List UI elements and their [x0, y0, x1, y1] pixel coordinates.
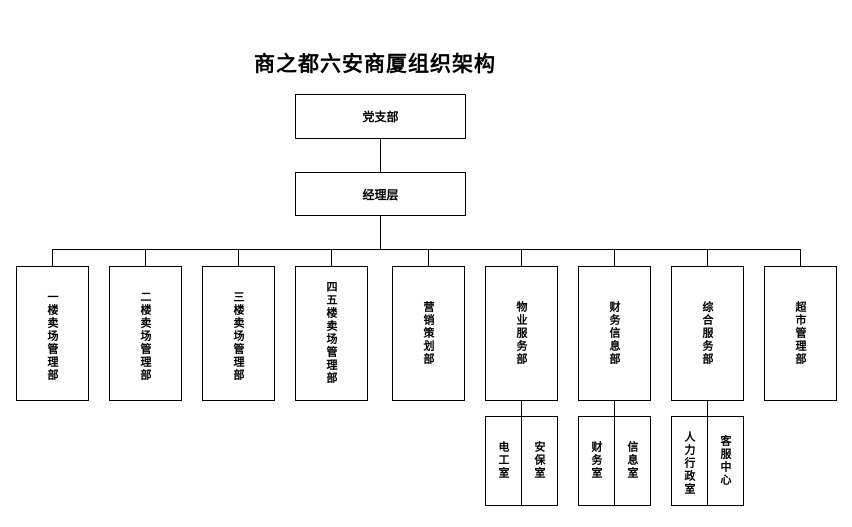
- party-branch-label: 党支部: [362, 110, 399, 124]
- department-drop-line: [800, 249, 801, 266]
- sub-customer-service-label: 客服中心: [719, 435, 732, 487]
- sub-unit-connector: [614, 401, 615, 416]
- department-drop-line: [521, 249, 522, 266]
- party-branch-box: 党支部: [295, 94, 466, 139]
- sub-hr-admin-label: 人力行政室: [683, 431, 696, 496]
- dept-general-box: 综合服务部: [671, 266, 744, 401]
- sub-unit-connector: [521, 401, 522, 416]
- dept-general-label: 综合服务部: [701, 301, 714, 366]
- management-label: 经理层: [362, 187, 399, 202]
- dept-marketing-label: 营销策划部: [422, 301, 435, 366]
- dept-floor1-box: 一楼卖场管理部: [16, 266, 89, 401]
- sub-accounting-label: 财务室: [590, 441, 603, 480]
- management-box: 经理层: [295, 172, 466, 216]
- sub-unit-connector: [707, 401, 708, 416]
- dept-floor45-label: 四五楼卖场管理部: [325, 281, 338, 385]
- connector-party-management: [380, 139, 381, 172]
- department-drop-line: [52, 249, 53, 266]
- dept-supermarket-box: 超市管理部: [764, 266, 837, 401]
- connector-management-bus: [380, 216, 381, 250]
- dept-finance-label: 财务信息部: [608, 301, 621, 366]
- sub-customer-service-box: 客服中心: [707, 416, 744, 506]
- dept-finance-box: 财务信息部: [578, 266, 651, 401]
- sub-information-box: 信息室: [614, 416, 651, 506]
- org-chart-title: 商之都六安商厦组织架构: [254, 51, 496, 76]
- department-drop-line: [331, 249, 332, 266]
- department-bus-line: [52, 249, 801, 250]
- dept-property-box: 物业服务部: [485, 266, 558, 401]
- sub-electrician-label: 电工室: [497, 441, 510, 480]
- dept-floor45-box: 四五楼卖场管理部: [295, 266, 368, 401]
- sub-electrician-box: 电工室: [485, 416, 522, 506]
- department-drop-line: [238, 249, 239, 266]
- dept-floor2-label: 二楼卖场管理部: [139, 291, 152, 382]
- dept-property-label: 物业服务部: [515, 301, 528, 366]
- sub-information-label: 信息室: [626, 441, 639, 480]
- department-drop-line: [707, 249, 708, 266]
- sub-accounting-box: 财务室: [578, 416, 615, 506]
- department-drop-line: [428, 249, 429, 266]
- dept-marketing-box: 营销策划部: [392, 266, 465, 401]
- dept-floor3-box: 三楼卖场管理部: [202, 266, 275, 401]
- dept-supermarket-label: 超市管理部: [794, 301, 807, 366]
- sub-security-box: 安保室: [521, 416, 558, 506]
- sub-security-label: 安保室: [533, 441, 546, 480]
- dept-floor2-box: 二楼卖场管理部: [109, 266, 182, 401]
- sub-hr-admin-box: 人力行政室: [671, 416, 708, 506]
- department-drop-line: [145, 249, 146, 266]
- dept-floor1-label: 一楼卖场管理部: [46, 291, 59, 382]
- dept-floor3-label: 三楼卖场管理部: [232, 291, 245, 382]
- department-drop-line: [614, 249, 615, 266]
